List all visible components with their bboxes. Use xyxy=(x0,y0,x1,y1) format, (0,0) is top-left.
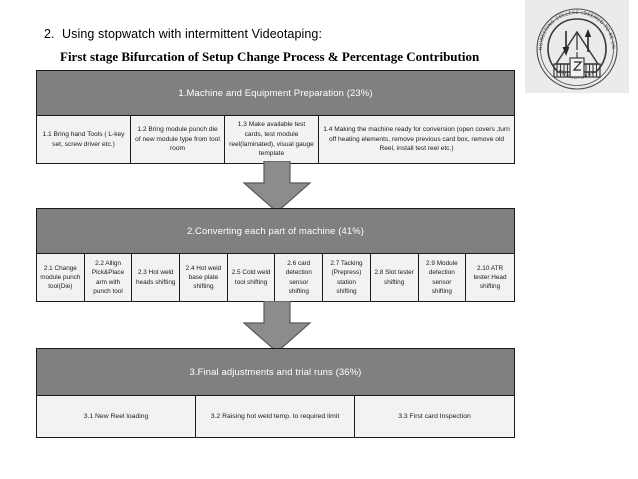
stage-2-cell-9: 2.9 Module detection sensor shifting xyxy=(418,254,467,301)
stage-1-header: 1.Machine and Equipment Preparation (23%… xyxy=(37,71,514,115)
stage-2-cell-4: 2.4 Hot weld base plate shifting xyxy=(180,254,228,301)
stage-1-cell-3: 1.3 Make available test cards, test modu… xyxy=(225,116,319,163)
logo-container: PUNJAB ENGINEERING COLLEGE (DEEMED TO BE… xyxy=(525,0,629,93)
stage-3-box: 3.Final adjustments and trial runs (36%)… xyxy=(36,348,515,438)
heading-line-1-text: Using stopwatch with intermittent Videot… xyxy=(62,27,323,41)
stage-2-cell-3: 2.3 Hot weld heads shifting xyxy=(132,254,181,301)
heading-number: 2. xyxy=(44,27,55,41)
stage-2-cell-10: 2.10 ATR tester Head shifting xyxy=(466,254,514,301)
stage-3-row: 3.1 New Reel loading 3.2 Raising hot wel… xyxy=(37,395,514,437)
stage-3-cell-1: 3.1 New Reel loading xyxy=(37,396,196,437)
arrow-stage1-to-stage2-icon xyxy=(242,161,312,213)
stage-2-cell-8: 2.8 Slot tester shifting xyxy=(370,254,419,301)
stage-2-cell-5: 2.5 Cold weld tool shifting xyxy=(227,254,276,301)
stage-1-cell-2: 1.2 Bring module punch die of new module… xyxy=(131,116,225,163)
stage-1-box: 1.Machine and Equipment Preparation (23%… xyxy=(36,70,515,164)
stage-2-cell-2: 2.2 Allign Pick&Place arm with punch too… xyxy=(84,254,133,301)
punjab-engineering-college-logo-icon: PUNJAB ENGINEERING COLLEGE (DEEMED TO BE… xyxy=(528,2,618,90)
stage-2-header: 2.Converting each part of machine (41%) xyxy=(37,209,514,253)
stage-2-row: 2.1 Change module punch tool(Die) 2.2 Al… xyxy=(37,253,514,301)
heading-line-1: 2. Using stopwatch with intermittent Vide… xyxy=(44,27,322,41)
arrow-stage2-to-stage3-icon xyxy=(242,301,312,353)
stage-3-cell-3: 3.3 First card Inspection xyxy=(355,396,514,437)
stage-1-cell-4: 1.4 Making the machine ready for convers… xyxy=(319,116,514,163)
stage-1-cell-1: 1.1 Bring hand Tools ( L-key set, screw … xyxy=(37,116,131,163)
stage-2-cell-7: 2.7 Tacking (Prepress) station shifting xyxy=(323,254,371,301)
heading-line-2: First stage Bifurcation of Setup Change … xyxy=(60,49,480,64)
stage-1-row: 1.1 Bring hand Tools ( L-key set, screw … xyxy=(37,115,514,163)
stage-3-cell-2: 3.2 Raising hot weld temp. to required l… xyxy=(196,396,355,437)
stage-3-header: 3.Final adjustments and trial runs (36%) xyxy=(37,349,514,395)
stage-2-cell-1: 2.1 Change module punch tool(Die) xyxy=(37,254,85,301)
stage-2-cell-6: 2.6 card detection sensor shifting xyxy=(275,254,324,301)
stage-2-box: 2.Converting each part of machine (41%) … xyxy=(36,208,515,302)
